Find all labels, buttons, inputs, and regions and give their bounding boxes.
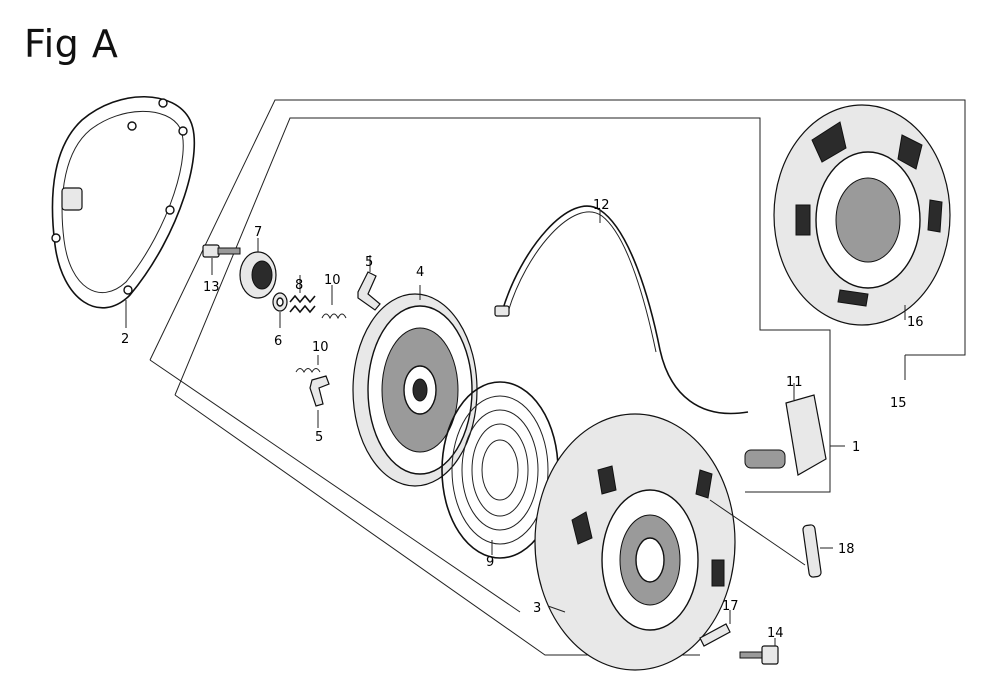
callout-6: 6 <box>274 334 282 349</box>
part-reel-4 <box>352 285 478 487</box>
part-bolt-14 <box>739 638 779 665</box>
part-pawl-5b <box>309 375 330 428</box>
callout-1: 1 <box>852 440 860 455</box>
part-ratchet-7 <box>239 238 277 299</box>
part-starter-grip-11 <box>744 383 827 476</box>
callout-16: 16 <box>907 315 924 330</box>
callout-13: 13 <box>203 280 220 295</box>
part-starter-case-3 <box>534 413 806 671</box>
callout-2: 2 <box>121 332 129 347</box>
callout-5-upper: 5 <box>365 255 373 270</box>
callout-10-lower: 10 <box>312 340 329 355</box>
callout-8: 8 <box>295 278 303 293</box>
part-washer-6 <box>272 292 288 328</box>
part-spring-8 <box>289 275 316 314</box>
callout-15: 15 <box>890 396 907 411</box>
part-clip-18 <box>802 524 833 578</box>
callout-9: 9 <box>486 555 494 570</box>
callout-10-upper: 10 <box>324 273 341 288</box>
callout-14: 14 <box>767 626 784 641</box>
part-gasket-ring <box>51 95 196 328</box>
figure-title: Fig A <box>24 22 119 66</box>
part-starter-rope-12 <box>494 205 749 415</box>
callout-11: 11 <box>786 375 803 390</box>
callout-7: 7 <box>254 225 262 240</box>
part-pin-17 <box>699 610 731 647</box>
part-pawl-5a <box>357 255 381 311</box>
part-return-spring-10a <box>321 285 347 320</box>
callout-12: 12 <box>593 198 610 213</box>
part-starter-cover-16 <box>773 104 951 326</box>
part-bolt-13 <box>202 244 241 275</box>
callout-3: 3 <box>533 601 541 616</box>
assembly-group-outline-1 <box>149 99 966 656</box>
callout-17: 17 <box>722 599 739 614</box>
callout-4: 4 <box>416 265 424 280</box>
part-return-spring-10b <box>295 355 321 374</box>
callout-5-lower: 5 <box>315 430 323 445</box>
callout-18: 18 <box>838 542 855 557</box>
